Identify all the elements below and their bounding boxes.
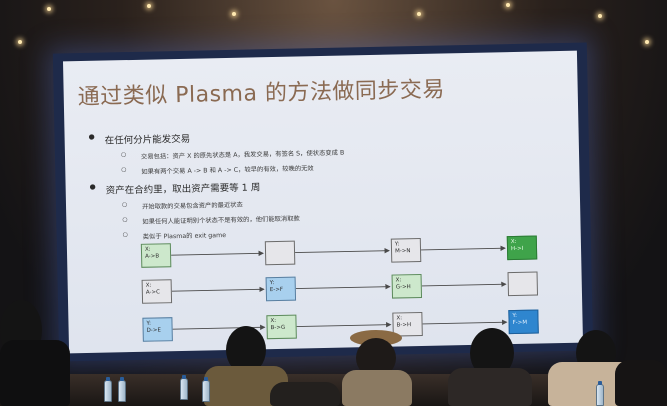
arrow [171, 250, 264, 257]
box-transition: A->B [145, 253, 160, 260]
water-bottle [596, 381, 604, 406]
box-transition: G->H [395, 284, 411, 291]
box-transition: A->C [145, 289, 160, 296]
ceiling-light [598, 14, 602, 18]
diagram-box: Y: E->F [265, 276, 297, 302]
arrow [295, 284, 391, 290]
box-transition: B->G [270, 324, 286, 331]
arrow [421, 245, 506, 251]
ceiling-light [147, 4, 151, 8]
diagram-box: X: G->H [391, 273, 423, 299]
ceiling-light [18, 40, 22, 44]
diagram-box: Y: D->E [142, 317, 173, 342]
diagram-box: X: A->B [140, 243, 172, 268]
ceiling-light [232, 12, 236, 16]
transaction-diagram: X: A->B Y: M->N X: H->I X: A->C Y: E->F … [63, 51, 583, 354]
box-transition: D->E [146, 327, 162, 334]
arrow [296, 322, 392, 328]
water-bottle [118, 377, 126, 402]
diagram-box [507, 271, 539, 297]
box-transition: E->F [269, 286, 284, 294]
audience-body [270, 382, 340, 406]
presentation-slide: 通过类似 Plasma 的方法做同步交易 在任何分片能发交易 交易包括：资产 X… [62, 50, 584, 354]
ceiling-light [645, 40, 649, 44]
ceiling-light [47, 7, 51, 11]
box-transition: B->H [396, 322, 412, 329]
diagram-box: Y: M->N [390, 237, 422, 263]
diagram-box: X: B->G [266, 314, 297, 340]
audience-body [615, 360, 667, 406]
diagram-box [264, 240, 296, 266]
arrow [421, 281, 507, 287]
arrow [171, 286, 265, 293]
audience-body [0, 340, 70, 406]
box-transition: M->N [394, 248, 411, 255]
box-transition: F->M [512, 319, 528, 326]
water-bottle [202, 377, 210, 402]
audience-body [342, 370, 412, 406]
box-transition: H->I [510, 245, 524, 252]
diagram-box: Y: F->M [508, 309, 539, 335]
diagram-box: X: H->I [506, 235, 538, 261]
diagram-box: X: A->C [141, 279, 173, 304]
arrow [295, 248, 390, 254]
water-bottle [180, 375, 188, 400]
arrow [422, 319, 508, 325]
diagram-arrows [171, 245, 508, 331]
ceiling-light [506, 3, 510, 7]
ceiling-light [417, 12, 421, 16]
audience-body [448, 368, 532, 406]
water-bottle [104, 377, 112, 402]
